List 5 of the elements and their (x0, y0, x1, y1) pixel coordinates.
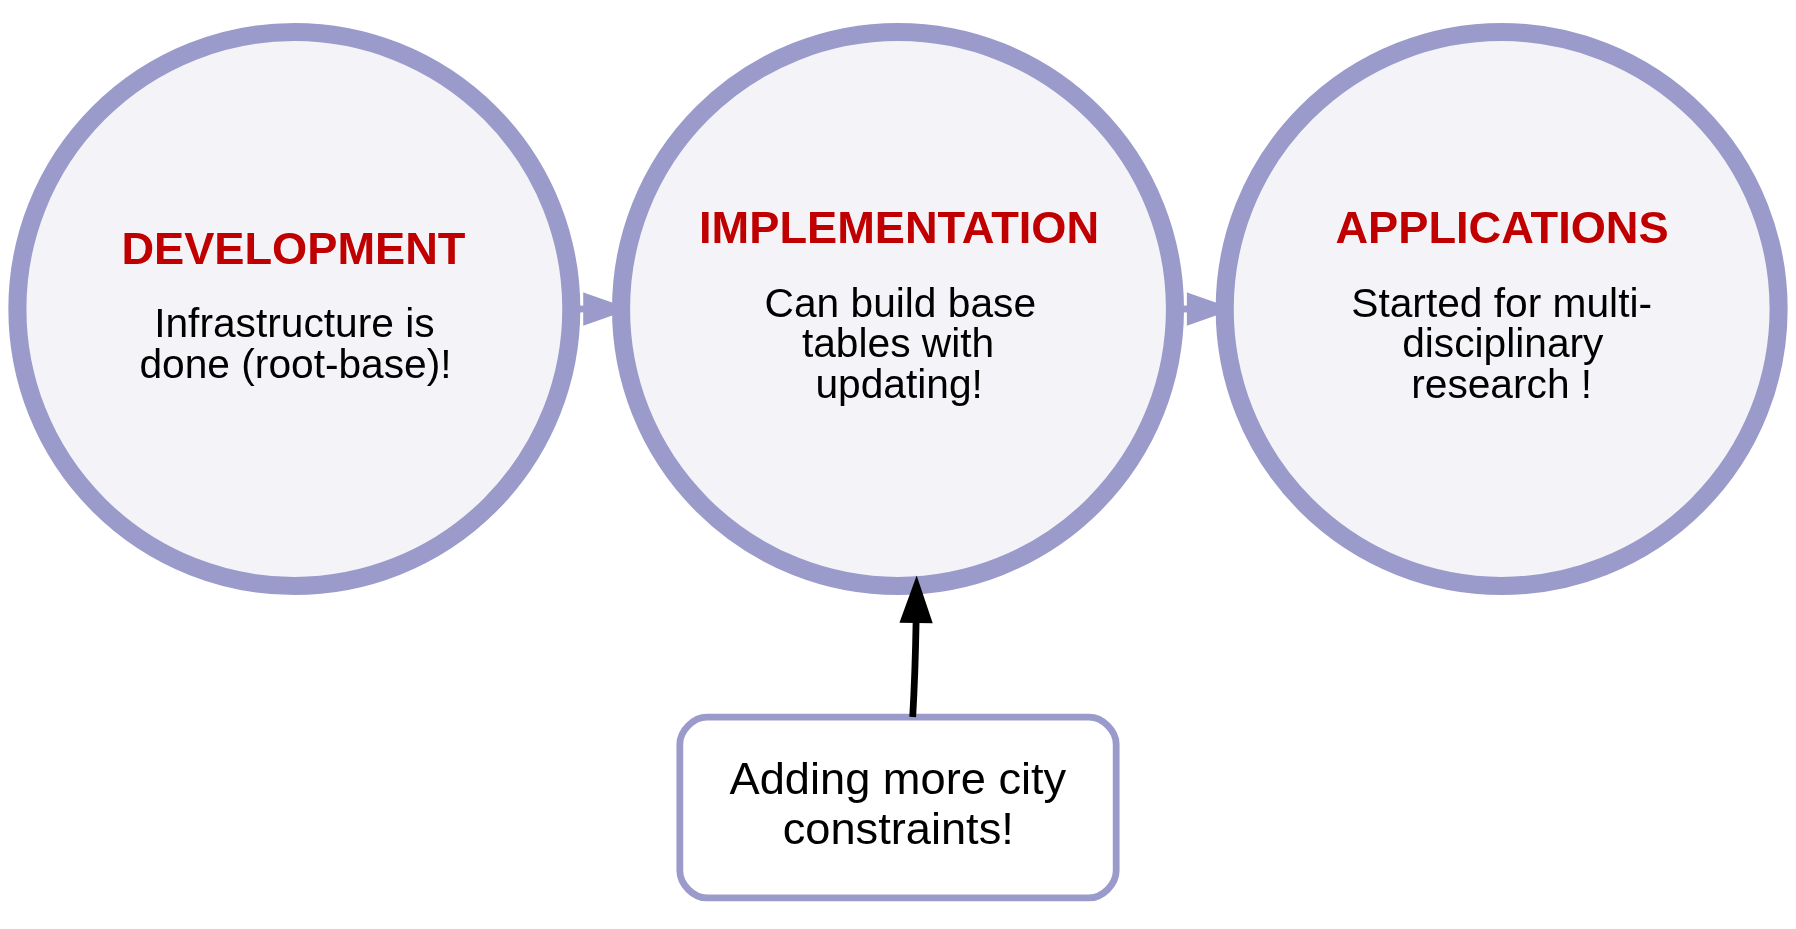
node-circle: IMPLEMENTATION Can build base tables with updating! (612, 22, 1184, 595)
node-circle: DEVELOPMENT Infrastructure is done (root-base)! (8, 22, 581, 595)
node-circle: APPLICATIONS Started for multi-disciplinary research ! (1215, 22, 1788, 595)
arrow (899, 574, 933, 717)
node-box: Adding more city constraints! (676, 713, 1120, 901)
